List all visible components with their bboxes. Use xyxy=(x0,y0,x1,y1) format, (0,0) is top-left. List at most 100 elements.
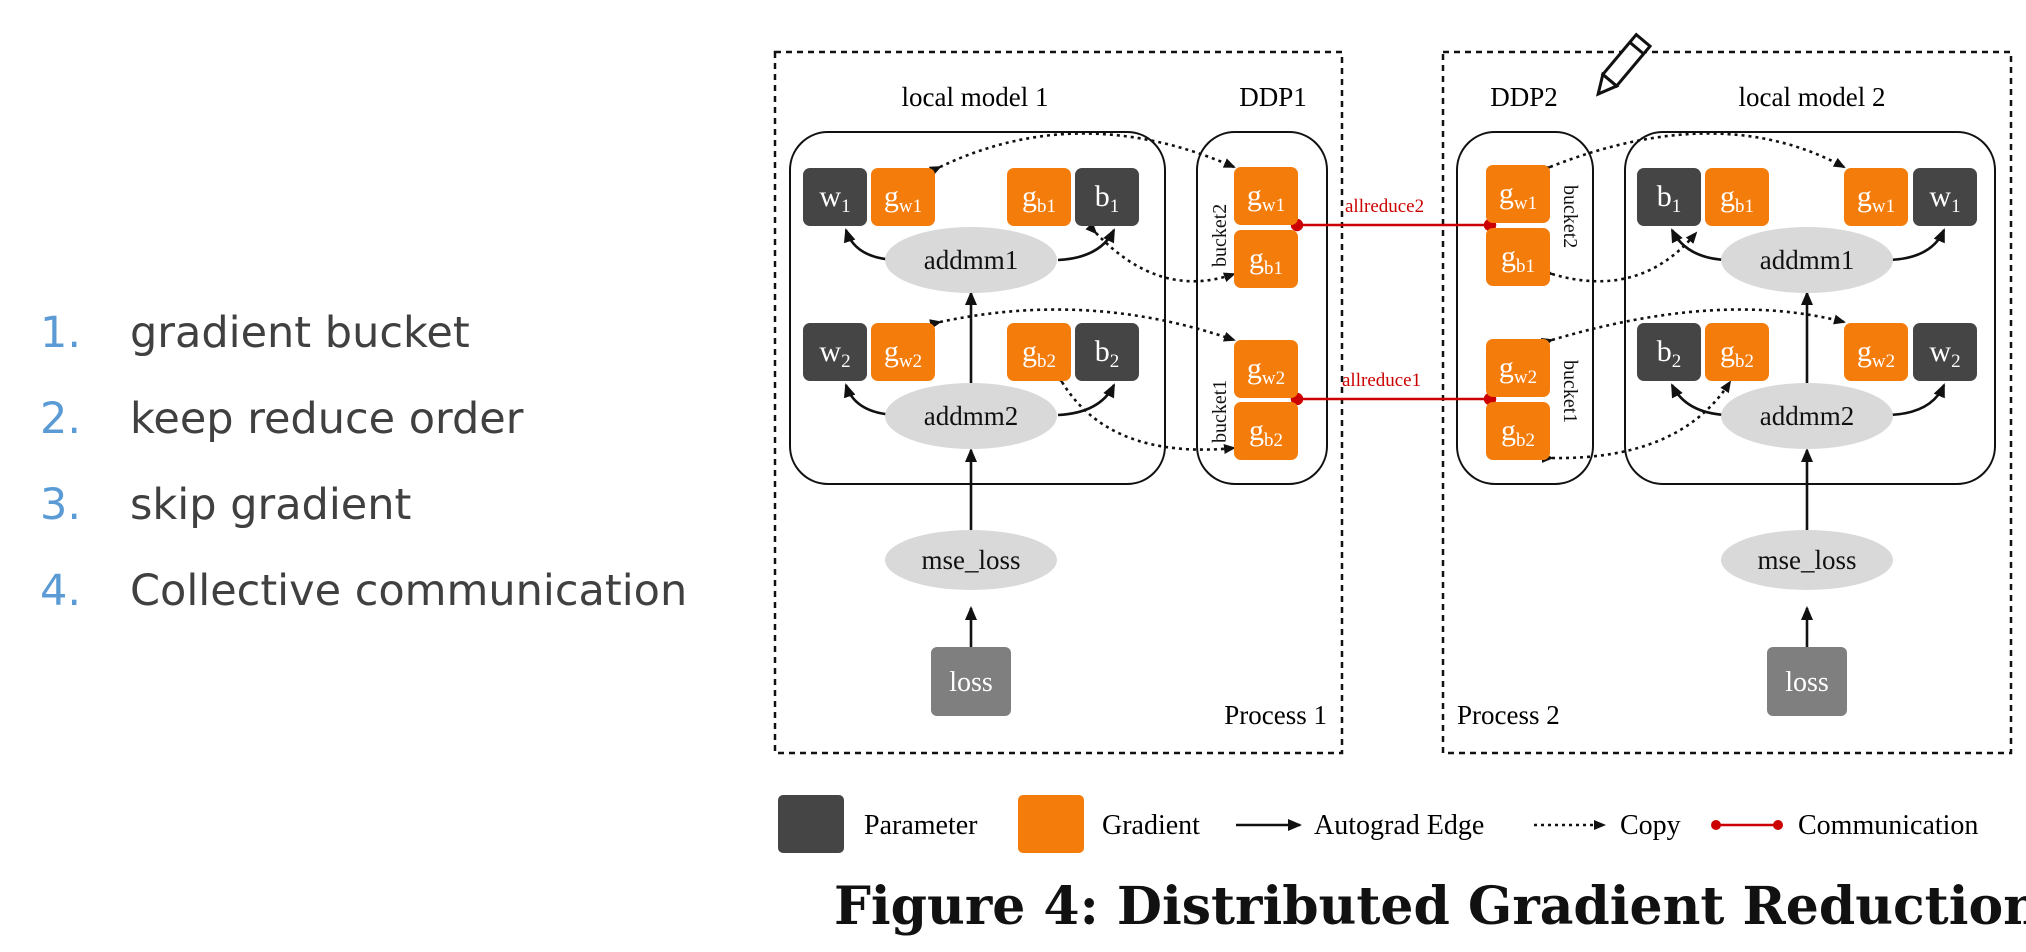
tensor-gw2-ddp1: gw2 xyxy=(1234,340,1298,398)
tensor-label: gw2 xyxy=(1857,335,1895,372)
agenda-number: 3. xyxy=(40,480,82,530)
tensor-gb2-ddp1: gb2 xyxy=(1234,402,1298,460)
tensor-w1-p1: w1 xyxy=(803,168,867,226)
legend-gradient-swatch xyxy=(1018,795,1084,853)
gradient-box xyxy=(1486,339,1550,397)
local-model1-title: local model 1 xyxy=(902,82,1049,112)
legend-copy-label: Copy xyxy=(1620,810,1681,841)
tensor-label: b1 xyxy=(1657,180,1682,217)
mse-loss-label-p2: mse_loss xyxy=(1757,545,1856,575)
agenda-text: keep reduce order xyxy=(130,394,524,444)
loss-label-p2: loss xyxy=(1785,667,1829,698)
mse-loss-node-p2 xyxy=(1721,530,1893,590)
agenda-number: 4. xyxy=(40,566,82,616)
tensor-gb2-p2: gb2 xyxy=(1705,323,1769,381)
mse-loss-label-p1: mse_loss xyxy=(921,545,1020,575)
tensor-label: gb2 xyxy=(1022,335,1056,372)
ddp2-box xyxy=(1456,131,1594,485)
copy-gw2-p1 xyxy=(929,308,1236,342)
tensor-label: w1 xyxy=(1929,180,1960,217)
addmm2-label-p2: addmm2 xyxy=(1760,401,1855,431)
tensor-b1-p1: b1 xyxy=(1075,168,1139,226)
loss-label-p1: loss xyxy=(949,667,993,698)
edge-addmm1-w1-p2 xyxy=(1889,228,1946,262)
legend: Parameter Gradient Autograd Edge Copy Co… xyxy=(778,795,1978,853)
addmm1-label-p2: addmm1 xyxy=(1760,245,1855,275)
legend-communication-endpoint xyxy=(1773,820,1783,830)
edge-addmm2-w2-p2 xyxy=(1889,383,1946,417)
copy-gw2-p2 xyxy=(1540,308,1846,348)
tensor-label: b1 xyxy=(1095,180,1120,217)
process2-label: Process 2 xyxy=(1457,700,1560,730)
addmm1-node-p1 xyxy=(885,227,1057,293)
tensor-label: gb1 xyxy=(1501,240,1535,277)
edge-addmm2-b2-p2 xyxy=(1670,383,1727,417)
copy-gb2-p1 xyxy=(1052,370,1236,454)
tensor-gb1-p2: gb1 xyxy=(1705,168,1769,226)
parameter-box xyxy=(803,323,867,381)
ddp1-box xyxy=(1196,131,1328,485)
tensor-label: gw2 xyxy=(1499,351,1537,388)
tensor-label: gw1 xyxy=(1857,180,1895,217)
tensor-label: gb1 xyxy=(1022,180,1056,217)
tensor-gw1-p1: gw1 xyxy=(871,168,935,226)
mse-loss-node-p1 xyxy=(885,530,1057,590)
tensor-gw1-ddp2: gw1 xyxy=(1486,165,1550,223)
tensor-gb1-ddp1: gb1 xyxy=(1234,230,1298,288)
tensor-gb1-p1: gb1 xyxy=(1007,168,1071,226)
allreduce1-label: allreduce1 xyxy=(1342,370,1421,391)
copy-gb2-p2 xyxy=(1541,380,1732,463)
tensor-b2-p1: b2 xyxy=(1075,323,1139,381)
gradient-box xyxy=(1844,323,1908,381)
gradient-box xyxy=(871,168,935,226)
gradient-box xyxy=(1486,402,1550,460)
legend-gradient-label: Gradient xyxy=(1102,810,1200,841)
bucket2-label-p2: bucket2 xyxy=(1559,185,1581,248)
ddp2-title: DDP2 xyxy=(1490,82,1558,112)
process2-box xyxy=(1441,50,2013,755)
pencil-icon xyxy=(1595,32,1653,97)
tensor-label: gb2 xyxy=(1249,414,1283,451)
ddp1-title: DDP1 xyxy=(1239,82,1307,112)
gradient-box xyxy=(1234,402,1298,460)
tensor-gw1-ddp1: gw1 xyxy=(1234,167,1298,225)
copy-gw1-p1 xyxy=(928,132,1236,176)
tensor-label: w2 xyxy=(819,335,850,372)
figure-caption: Figure 4: Distributed Gradient Reduction xyxy=(834,876,2026,937)
tensor-label: w2 xyxy=(1929,335,1960,372)
gradient-box xyxy=(1705,168,1769,226)
agenda-list: 1. gradient bucket 2. keep reduce order … xyxy=(40,290,687,634)
tensor-label: gb1 xyxy=(1249,242,1283,279)
tensor-label: gw2 xyxy=(1247,352,1285,389)
local-model2-box xyxy=(1624,131,1996,485)
agenda-text: skip gradient xyxy=(130,480,412,530)
tensor-label: b2 xyxy=(1657,335,1682,372)
edge-addmm1-b1-p2 xyxy=(1670,228,1727,262)
loss-node-p2 xyxy=(1767,647,1847,716)
parameter-box xyxy=(1913,323,1977,381)
edge-addmm1-b1-p1 xyxy=(1057,228,1116,262)
process1-box xyxy=(773,50,1344,755)
agenda-text: gradient bucket xyxy=(130,308,470,358)
addmm2-node-p2 xyxy=(1721,383,1893,449)
bucket1-label-p1: bucket1 xyxy=(1209,380,1231,443)
gradient-box xyxy=(1234,230,1298,288)
legend-parameter-swatch xyxy=(778,795,844,853)
copy-gw1-p2 xyxy=(1538,132,1846,176)
agenda-number: 2. xyxy=(40,394,82,444)
bucket2-label-p1: bucket2 xyxy=(1209,204,1231,267)
gradient-box xyxy=(1007,323,1071,381)
agenda-item: 4. Collective communication xyxy=(40,548,687,634)
agenda-item: 1. gradient bucket xyxy=(40,290,687,376)
tensor-label: gw1 xyxy=(1247,179,1285,216)
gradient-box xyxy=(1844,168,1908,226)
legend-communication-label: Communication xyxy=(1798,810,1978,841)
agenda-text: Collective communication xyxy=(130,566,688,616)
tensor-label: w1 xyxy=(819,180,850,217)
gradient-box xyxy=(1486,165,1550,223)
legend-autograd-label: Autograd Edge xyxy=(1314,810,1484,841)
bucket1-label-p2: bucket1 xyxy=(1559,360,1581,423)
tensor-label: gb1 xyxy=(1720,180,1754,217)
parameter-box xyxy=(1637,168,1701,226)
